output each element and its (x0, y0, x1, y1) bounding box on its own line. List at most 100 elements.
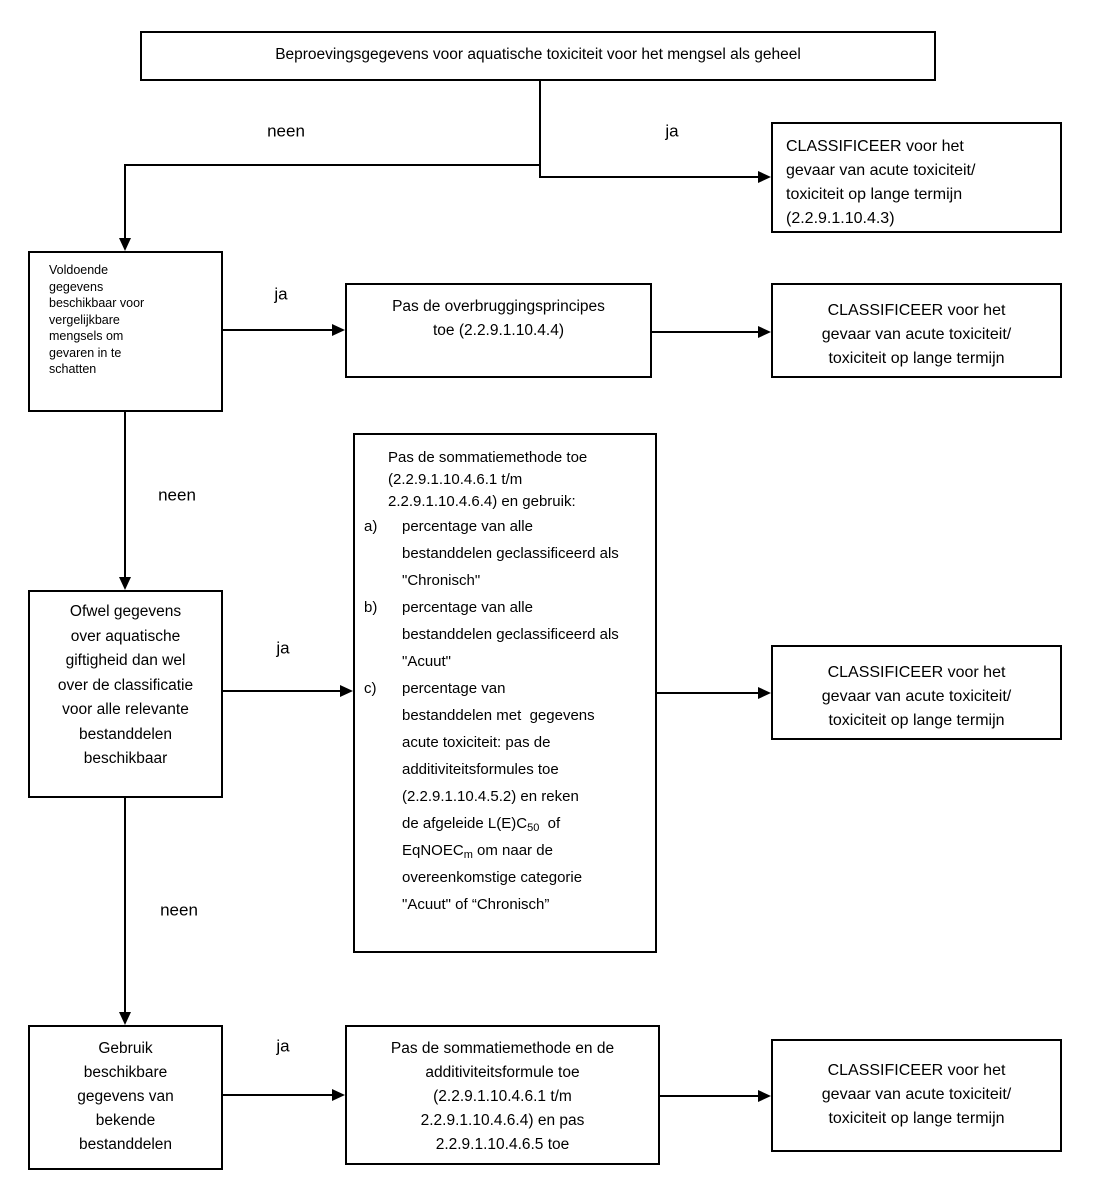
arrowhead-right-icon (758, 687, 771, 699)
noec-pre: EqNOEC (402, 842, 464, 859)
node-classify-1-line: (2.2.9.1.10.4.3) (786, 210, 895, 227)
node-ingredient-data: Ofwel gegevens over aquatische giftighei… (28, 590, 223, 798)
node-similar-mixtures-line: schatten (49, 362, 97, 376)
item-c-line: percentage van (402, 680, 506, 697)
node-similar-mixtures-line: gegevens (49, 279, 104, 294)
node-summation-intro-line: (2.2.9.1.10.4.6.1 t/m (388, 471, 523, 488)
item-c-line: acute toxiciteit: pas de (402, 734, 551, 751)
node-classify-2-line: gevaar van acute toxiciteit/ (821, 326, 1012, 343)
item-c-noec-line: EqNOECm om naar de (402, 837, 647, 864)
node-classify-3: CLASSIFICEER voor het gevaar van acute t… (771, 645, 1062, 740)
node-classify-4-line: toxiciteit op lange termijn (828, 1110, 1005, 1127)
node-bridging: Pas de overbruggingsprincipes toe (2.2.9… (345, 283, 652, 378)
label-neen-1: neen (267, 121, 305, 141)
node-known-ingredients-line: Gebruik (98, 1040, 153, 1057)
noec-post: om naar de (472, 842, 553, 859)
node-similar-mixtures-line: mengsels om (49, 329, 124, 343)
node-summation-additivity-line: additiviteitsformule toe (425, 1064, 580, 1081)
node-known-ingredients-line: gegevens van (77, 1088, 174, 1105)
label-neen-2: neen (158, 485, 196, 505)
node-summation-intro-line: Pas de sommatiemethode toe (388, 449, 588, 466)
node-classify-4-line: gevaar van acute toxiciteit/ (821, 1086, 1012, 1103)
node-summation-additivity-line: (2.2.9.1.10.4.6.1 t/m (433, 1088, 572, 1105)
item-c-lec-line: de afgeleide L(E)C50 of (402, 810, 647, 837)
edge-ja-4 (223, 1094, 332, 1096)
node-classify-4-line: CLASSIFICEER voor het (827, 1062, 1006, 1079)
arrowhead-right-icon (332, 324, 345, 336)
node-ingredient-data-line: over de classificatie (57, 676, 194, 694)
arrowhead-right-icon (758, 326, 771, 338)
arrowhead-right-icon (758, 171, 771, 183)
item-b-line: "Acuut" (402, 653, 452, 670)
node-classify-2-line: CLASSIFICEER voor het (827, 302, 1006, 319)
node-known-ingredients: Gebruik beschikbare gegevens van bekende… (28, 1025, 223, 1170)
item-b-line: percentage van alle (402, 599, 533, 616)
node-bridging-line: toe (2.2.9.1.10.4.4) (433, 322, 564, 339)
node-ingredient-data-line: voor alle relevante (62, 701, 189, 718)
node-summation-additivity: Pas de sommatiemethode en de additivitei… (345, 1025, 660, 1165)
lec-sub: 50 (527, 822, 540, 834)
edge-additivity-to-classify (660, 1095, 758, 1097)
item-c-line: "Acuut" of “Chronisch” (402, 896, 550, 913)
node-summation: Pas de sommatiemethode toe (2.2.9.1.10.4… (353, 433, 657, 953)
node-test-data: Beproevingsgegevens voor aquatische toxi… (140, 31, 936, 81)
node-classify-3-line: toxiciteit op lange termijn (828, 712, 1005, 729)
node-classify-1-line: gevaar van acute toxiciteit/ (786, 162, 976, 179)
arrowhead-right-icon (332, 1089, 345, 1101)
edge-start-stem (539, 81, 541, 177)
node-ingredient-data-line: over aquatische (70, 627, 181, 645)
node-summation-additivity-line: 2.2.9.1.10.4.6.5 toe (435, 1136, 570, 1153)
edge-bridging-to-classify (652, 331, 758, 333)
edge-neen-1-vertical (124, 164, 126, 240)
node-classify-2-line: toxiciteit op lange termijn (828, 350, 1005, 367)
node-summation-additivity-line: Pas de sommatiemethode en de (390, 1040, 615, 1057)
label-ja-2: ja (274, 284, 288, 304)
item-a-line: "Chronisch" (402, 572, 481, 589)
arrowhead-down-icon (119, 238, 131, 251)
lec-post: of (539, 815, 561, 832)
item-c-marker: c) (364, 680, 377, 697)
item-a-line: bestanddelen geclassificeerd als (402, 545, 619, 562)
node-ingredient-data-line: giftigheid dan wel (65, 652, 186, 669)
noec-sub: m (463, 849, 473, 861)
node-test-data-text: Beproevingsgegevens voor aquatische toxi… (275, 46, 801, 63)
lec-pre: de afgeleide L(E)C (402, 815, 528, 832)
edge-neen-2 (124, 412, 126, 578)
node-summation-intro-line: 2.2.9.1.10.4.6.4) en gebruik: (388, 493, 576, 510)
node-classify-4: CLASSIFICEER voor het gevaar van acute t… (771, 1039, 1062, 1152)
label-ja-4: ja (276, 1036, 290, 1056)
node-classify-1-line: CLASSIFICEER voor het (786, 138, 964, 155)
node-summation-item-c: c) percentage van bestanddelen met gegev… (355, 675, 647, 918)
node-ingredient-data-line: beschikbaar (83, 750, 168, 767)
node-similar-mixtures-line: beschikbaar voor (49, 296, 145, 310)
node-similar-mixtures: Voldoende gegevens beschikbaar voor verg… (28, 251, 223, 412)
node-classify-1-line: toxiciteit op lange termijn (786, 186, 963, 203)
node-ingredient-data-line: Ofwel gegevens (69, 603, 182, 620)
item-a-line: percentage van alle (402, 518, 533, 535)
node-classify-3-line: gevaar van acute toxiciteit/ (821, 688, 1012, 705)
node-ingredient-data-line: bestanddelen (78, 725, 173, 743)
edge-summation-to-classify (657, 692, 758, 694)
arrowhead-right-icon (758, 1090, 771, 1102)
node-summation-additivity-line: 2.2.9.1.10.4.6.4) en pas (420, 1112, 585, 1129)
label-ja-1: ja (665, 121, 679, 141)
edge-ja-1 (539, 176, 758, 178)
item-c-line: overeenkomstige categorie (402, 869, 583, 886)
item-c-line: (2.2.9.1.10.4.5.2) en reken (402, 788, 579, 805)
node-known-ingredients-line: bestanddelen (78, 1136, 173, 1153)
edge-neen-1-horizontal (124, 164, 541, 166)
edge-ja-2 (223, 329, 333, 331)
arrowhead-right-icon (340, 685, 353, 697)
node-classify-2: CLASSIFICEER voor het gevaar van acute t… (771, 283, 1062, 378)
node-classify-3-line: CLASSIFICEER voor het (827, 664, 1006, 681)
arrowhead-down-icon (119, 577, 131, 590)
node-similar-mixtures-line: vergelijkbare (49, 312, 120, 327)
arrowhead-down-icon (119, 1012, 131, 1025)
item-c-line: additiviteitsformules toe (402, 761, 559, 778)
node-classify-1: CLASSIFICEER voor het gevaar van acute t… (771, 122, 1062, 233)
item-b-line: bestanddelen geclassificeerd als (402, 626, 619, 643)
edge-ja-3 (223, 690, 340, 692)
item-b-marker: b) (364, 599, 378, 616)
node-summation-item-b: b) percentage van alle bestanddelen gecl… (355, 594, 647, 675)
